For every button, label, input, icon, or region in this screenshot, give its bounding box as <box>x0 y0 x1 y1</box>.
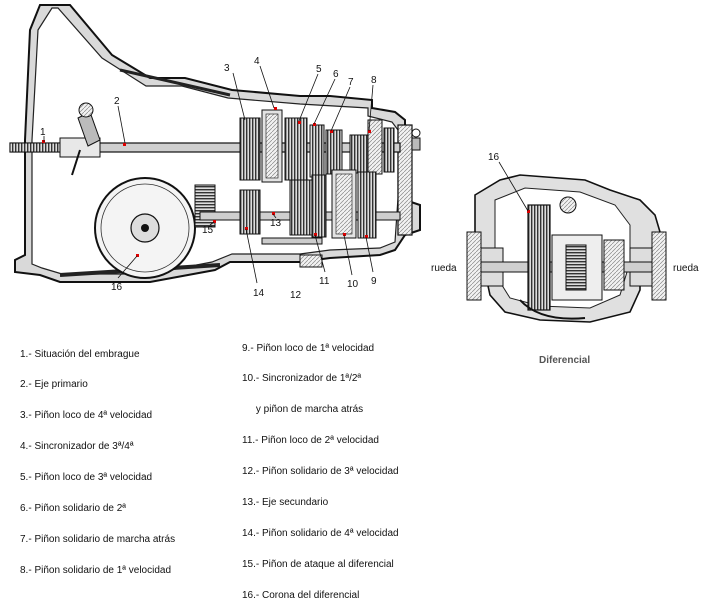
gearbox-diagram: 1 2 3 4 5 6 7 8 9 10 11 12 13 14 15 16 <box>9 4 699 366</box>
callout-11: 11 <box>319 276 330 287</box>
clutch-fork <box>71 102 101 176</box>
legend-item: y piñon de marcha atrás <box>242 404 364 416</box>
legend-item: 10.- Sincronizador de 1ª/2ª <box>242 373 362 385</box>
differential-callout-16: 16 <box>488 152 500 163</box>
legend-left: 1.- Situación del embrague 2.- Eje prima… <box>20 329 175 586</box>
legend-item: 15.- Piñon de ataque al diferencial <box>242 558 394 570</box>
legend-item: 11.- Piñon loco de 2ª velocidad <box>242 435 379 447</box>
legend-item: 13.- Eje secundario <box>242 497 329 509</box>
wheel-label-left: rueda <box>431 263 457 274</box>
callout-13: 13 <box>270 218 282 229</box>
differential-caption: Diferencial <box>539 355 590 366</box>
callout-6: 6 <box>333 69 339 80</box>
legend-item: 12.- Piñon solidario de 3ª velocidad <box>242 466 399 478</box>
callout-15: 15 <box>202 225 214 236</box>
leader-lines <box>43 65 374 284</box>
legend-item: 2.- Eje primario <box>20 379 88 391</box>
callout-2: 2 <box>114 96 120 107</box>
callout-7: 7 <box>348 77 354 88</box>
legend-item: 7.- Piñon solidario de marcha atrás <box>20 533 176 545</box>
callout-9: 9 <box>371 276 377 287</box>
differential-crown-disc <box>94 177 216 279</box>
callout-10: 10 <box>347 279 359 290</box>
callout-8: 8 <box>371 75 377 86</box>
callout-4: 4 <box>254 56 260 67</box>
callout-3: 3 <box>224 63 230 74</box>
legend-item: 4.- Sincronizador de 3ª/4ª <box>20 441 134 453</box>
legend-item: 14.- Piñon solidario de 4ª velocidad <box>242 527 399 539</box>
callout-1: 1 <box>40 127 46 138</box>
callout-14: 14 <box>253 288 265 299</box>
legend-item: 3.- Piñon loco de 4ª velocidad <box>20 410 153 422</box>
legend-item: 1.- Situación del embrague <box>20 348 140 360</box>
callout-12: 12 <box>290 290 302 301</box>
callout-5: 5 <box>316 64 322 75</box>
primary-shaft <box>9 137 401 158</box>
legend-item: 8.- Piñon solidario de 1ª velocidad <box>20 564 172 576</box>
differential-detail: 16 rueda rueda Diferencial <box>431 152 699 366</box>
legend-item: 9.- Piñon loco de 1ª velocidad <box>242 342 375 354</box>
legend-item: 16.- Corona del diferencial <box>242 589 360 601</box>
legend-item: 5.- Piñon loco de 3ª velocidad <box>20 472 153 484</box>
legend-right: 9.- Piñon loco de 1ª velocidad 10.- Sinc… <box>242 323 399 611</box>
callout-numbers: 1 2 3 4 5 6 7 8 9 10 11 12 13 14 15 16 <box>40 56 377 301</box>
wheel-label-right: rueda <box>673 263 699 274</box>
callout-16: 16 <box>111 282 123 293</box>
legend-item: 6.- Piñon solidario de 2ª <box>20 503 126 515</box>
gear-set <box>42 107 401 268</box>
